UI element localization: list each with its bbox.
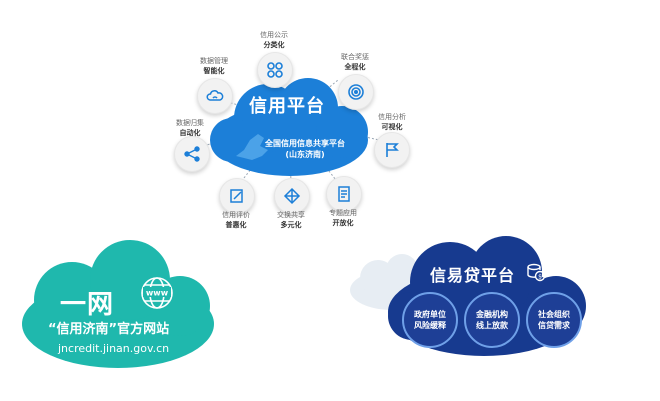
node-label-line1: 信用公示 (260, 31, 288, 39)
node-label-line1: 信用评价 (222, 211, 250, 219)
node-label-line2: 普惠化 (225, 221, 247, 229)
bubble-line1: 金融机构 (476, 310, 508, 319)
website-subtitle: “信用济南”官方网站 (48, 322, 170, 337)
coin-stack-icon: $ (526, 262, 546, 282)
node-label-joint: 联合奖惩 全程化 (325, 52, 385, 72)
map-silhouette (236, 134, 268, 160)
node-label-line2: 可视化 (381, 123, 403, 131)
node-label-collection: 数据归集 自动化 (160, 118, 220, 138)
website-title: 一网 (60, 290, 115, 320)
node-label-line2: 全程化 (344, 63, 366, 71)
credit-platform-subtitle: 全国信用信息共享平台 (山东济南) (250, 138, 360, 160)
node-label-line1: 信用分析 (378, 113, 406, 121)
node-label-line2: 多元化 (280, 221, 302, 229)
globe-icon[interactable]: www (138, 274, 176, 312)
node-label-line2: 自动化 (179, 129, 201, 137)
node-label-line2: 分类化 (263, 41, 285, 49)
bubble-line1: 政府单位 (414, 310, 446, 319)
flag-icon (386, 143, 399, 157)
node-label-line2: 智能化 (203, 67, 225, 75)
node-label-line1: 数据归集 (176, 119, 204, 127)
node-label-evaluation: 信用评价 普惠化 (206, 210, 266, 230)
cloud-wifi-icon (206, 90, 224, 101)
node-label-topics: 专题应用 开放化 (313, 208, 373, 228)
credit-platform-subtitle-line2: (山东济南) (285, 150, 325, 159)
bubble-financial[interactable]: 金融机构 线上放款 (464, 292, 520, 348)
bubble-government[interactable]: 政府单位 风险缓释 (402, 292, 458, 348)
node-collection[interactable] (174, 136, 210, 172)
bubble-line2: 信贷需求 (538, 321, 570, 330)
node-label-exchange: 交换共享 多元化 (261, 210, 321, 230)
node-label-line1: 联合奖惩 (341, 53, 369, 61)
globe-www-text: www (146, 289, 169, 298)
grid-icon (267, 62, 283, 78)
node-data-mgmt[interactable] (197, 78, 233, 114)
node-joint[interactable] (338, 74, 374, 110)
node-label-publicity: 信用公示 分类化 (244, 30, 304, 50)
node-label-line2: 开放化 (332, 219, 354, 227)
node-label-line1: 交换共享 (277, 211, 305, 219)
node-evaluation[interactable] (219, 178, 255, 214)
bubble-social[interactable]: 社会组织 信贷需求 (526, 292, 582, 348)
node-label-data-mgmt: 数据管理 智能化 (184, 56, 244, 76)
node-label-line1: 专题应用 (329, 209, 357, 217)
share-icon (184, 146, 200, 162)
bubble-line2: 风险缓释 (414, 321, 446, 330)
edit-icon (230, 189, 243, 203)
bubble-line1: 社会组织 (538, 310, 570, 319)
node-label-analysis: 信用分析 可视化 (362, 112, 422, 132)
credit-platform-title: 信用平台 (249, 96, 325, 117)
credit-platform-subtitle-line1: 全国信用信息共享平台 (265, 139, 345, 148)
network-icon (283, 187, 301, 205)
target-icon (348, 84, 364, 100)
document-icon (338, 186, 350, 202)
website-url[interactable]: jncredit.jinan.gov.cn (58, 342, 170, 355)
node-label-line1: 数据管理 (200, 57, 228, 65)
node-analysis[interactable] (374, 132, 410, 168)
loan-platform-title: 信易贷平台 (430, 266, 516, 285)
svg-text:$: $ (538, 274, 542, 281)
node-exchange[interactable] (274, 178, 310, 214)
bubble-line2: 线上放款 (476, 321, 508, 330)
node-topics[interactable] (326, 176, 362, 212)
node-publicity[interactable] (257, 52, 293, 88)
